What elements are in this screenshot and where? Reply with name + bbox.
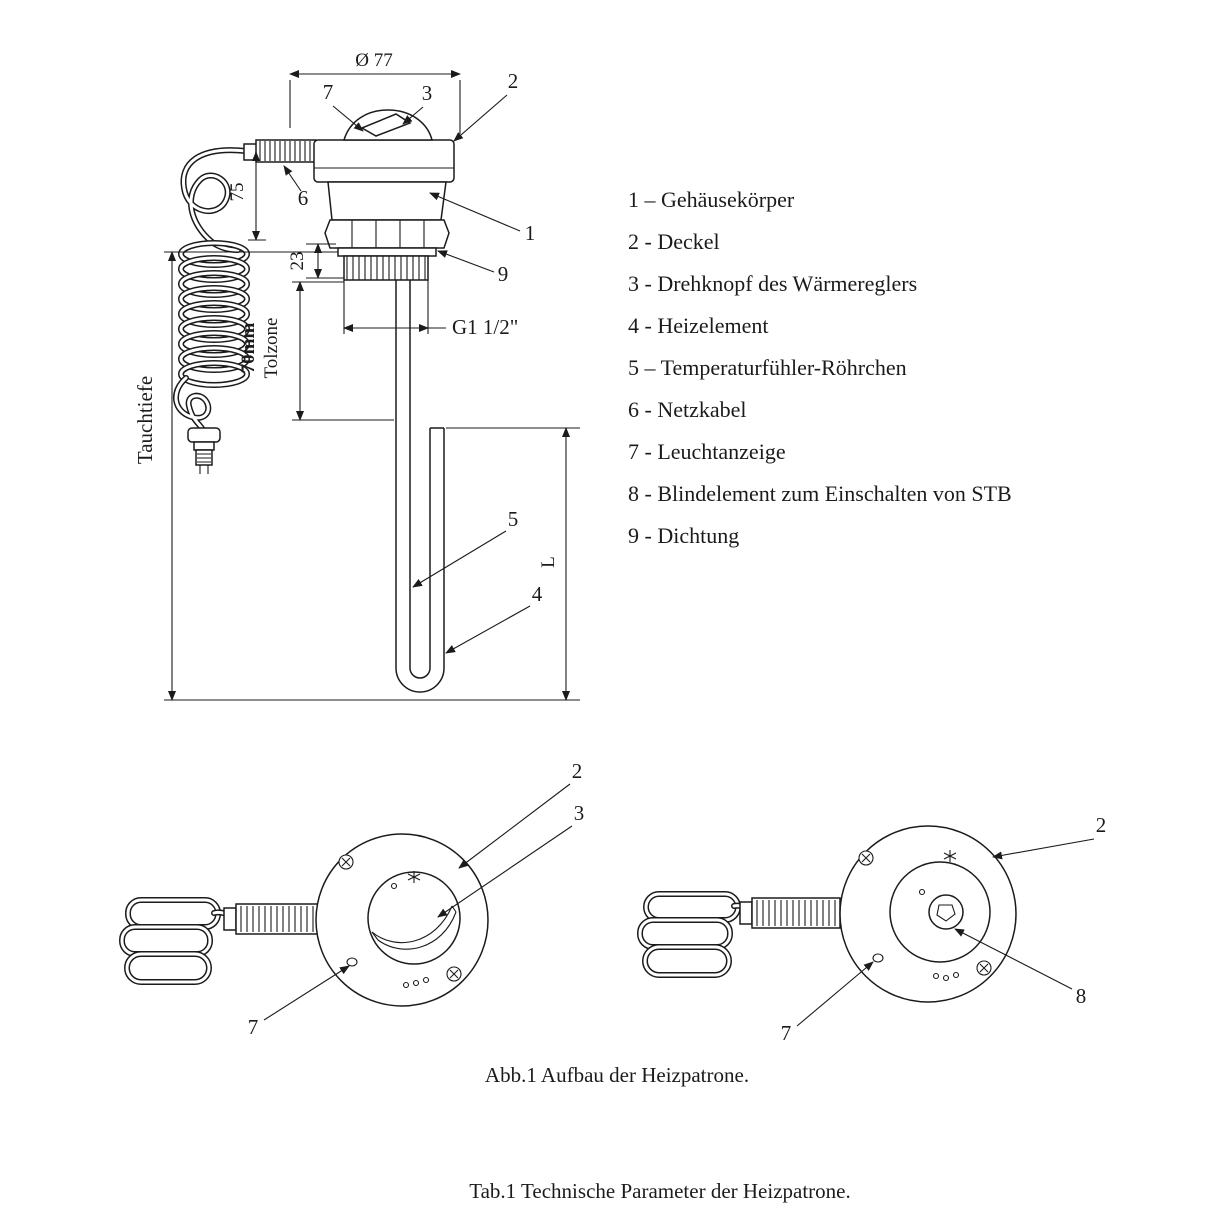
callout-8-right: 8 [1076, 984, 1087, 1008]
dim-cable-offset: 75 [227, 151, 266, 241]
callout-3-main: 3 [422, 81, 433, 105]
bottom-view-left: 2 3 7 [119, 759, 585, 1039]
callouts-left-view: 2 3 7 [248, 759, 585, 1039]
callout-6-main: 6 [298, 186, 309, 210]
callout-7-right: 7 [781, 1021, 792, 1045]
cable-coil [178, 240, 250, 388]
scale-dots-right [932, 971, 960, 982]
dim-diameter: Ø 77 [289, 50, 461, 134]
dim-immersion-depth: Tauchtiefe [133, 251, 580, 701]
legend-item-7: 7 - Leuchtanzeige [628, 439, 786, 464]
callout-7-main: 7 [323, 80, 334, 104]
legend-item-8: 8 - Blindelement zum Einschalten von STB [628, 481, 1012, 506]
screw-top-left [338, 854, 354, 870]
callouts-right-view: 2 8 7 [781, 813, 1107, 1045]
legend-item-4: 4 - Heizelement [628, 313, 769, 338]
temperature-symbol-left [407, 871, 421, 883]
callout-3-left: 3 [574, 801, 585, 825]
dim-cable-offset-label: 75 [227, 183, 248, 202]
scale-dot-right [918, 888, 926, 896]
legend-item-1: 1 – Gehäusekörper [628, 187, 795, 212]
scale-dots-left [402, 976, 430, 989]
table-caption: Tab.1 Technische Parameter der Heizpatro… [469, 1179, 851, 1203]
legend-item-3: 3 - Drehknopf des Wärmereglers [628, 271, 917, 296]
callout-1-main: 1 [525, 221, 536, 245]
callout-2-left: 2 [572, 759, 583, 783]
blind-element [936, 904, 956, 922]
legend-item-2: 2 - Deckel [628, 229, 720, 254]
dim-tolzone-value: 70mm [238, 323, 259, 374]
screw-bottom-left [446, 966, 462, 982]
screw-bottom-right [976, 960, 992, 976]
callout-2-main: 2 [508, 69, 519, 93]
housing-body [327, 181, 447, 221]
indicator-light-right [872, 953, 884, 963]
figure-caption: Abb.1 Aufbau der Heizpatrone. [485, 1063, 749, 1087]
cover-body [313, 139, 455, 183]
heating-element-tube [395, 280, 445, 693]
dimensions: Ø 77 75 23 70mm Tolzone [133, 50, 580, 701]
temperature-symbol-right [943, 850, 957, 862]
dim-thread-size-label: G1 1/2" [452, 315, 518, 339]
screw-top-right [858, 850, 874, 866]
dim-collar-height: 23 [287, 243, 344, 279]
cable-gland-right-view [739, 897, 841, 929]
callout-7-left: 7 [248, 1015, 259, 1039]
callout-4-main: 4 [532, 582, 543, 606]
dim-diameter-label: Ø 77 [355, 50, 392, 71]
dim-tolerance-zone: 70mm Tolzone [238, 281, 394, 421]
callout-5-main: 5 [508, 507, 519, 531]
dim-element-length-label: L [538, 556, 559, 568]
indicator-light-left [346, 957, 358, 967]
mounting-nut [324, 219, 450, 249]
callout-2-right: 2 [1096, 813, 1107, 837]
gasket-seal [337, 247, 437, 257]
main-drawing: Ø 77 75 23 70mm Tolzone [133, 50, 580, 701]
cable-loops-right-view [637, 891, 759, 978]
power-plug [187, 427, 221, 474]
cable-gland-left-view [223, 903, 319, 935]
legend-item-6: 6 - Netzkabel [628, 397, 747, 422]
callout-9-main: 9 [498, 262, 509, 286]
thread-section [343, 255, 429, 281]
callouts-main: 7 3 2 6 1 9 5 4 [283, 69, 543, 654]
dim-thread-size: G1 1/2" [343, 280, 518, 339]
bottom-view-right: 2 8 7 [637, 813, 1107, 1045]
dim-immersion-depth-label: Tauchtiefe [133, 376, 157, 464]
dim-element-length: L [446, 427, 580, 701]
scale-dot-left [390, 882, 398, 890]
legend-list: 1 – Gehäusekörper 2 - Deckel 3 - Drehkno… [628, 187, 1012, 548]
legend-item-9: 9 - Dichtung [628, 523, 739, 548]
power-cable [173, 139, 317, 474]
legend-item-5: 5 – Temperaturfühler-Röhrchen [628, 355, 907, 380]
cable-gland [243, 139, 317, 163]
dim-tolzone-label: Tolzone [261, 318, 282, 379]
heater-head [313, 109, 455, 281]
dim-collar-height-label: 23 [287, 252, 308, 271]
